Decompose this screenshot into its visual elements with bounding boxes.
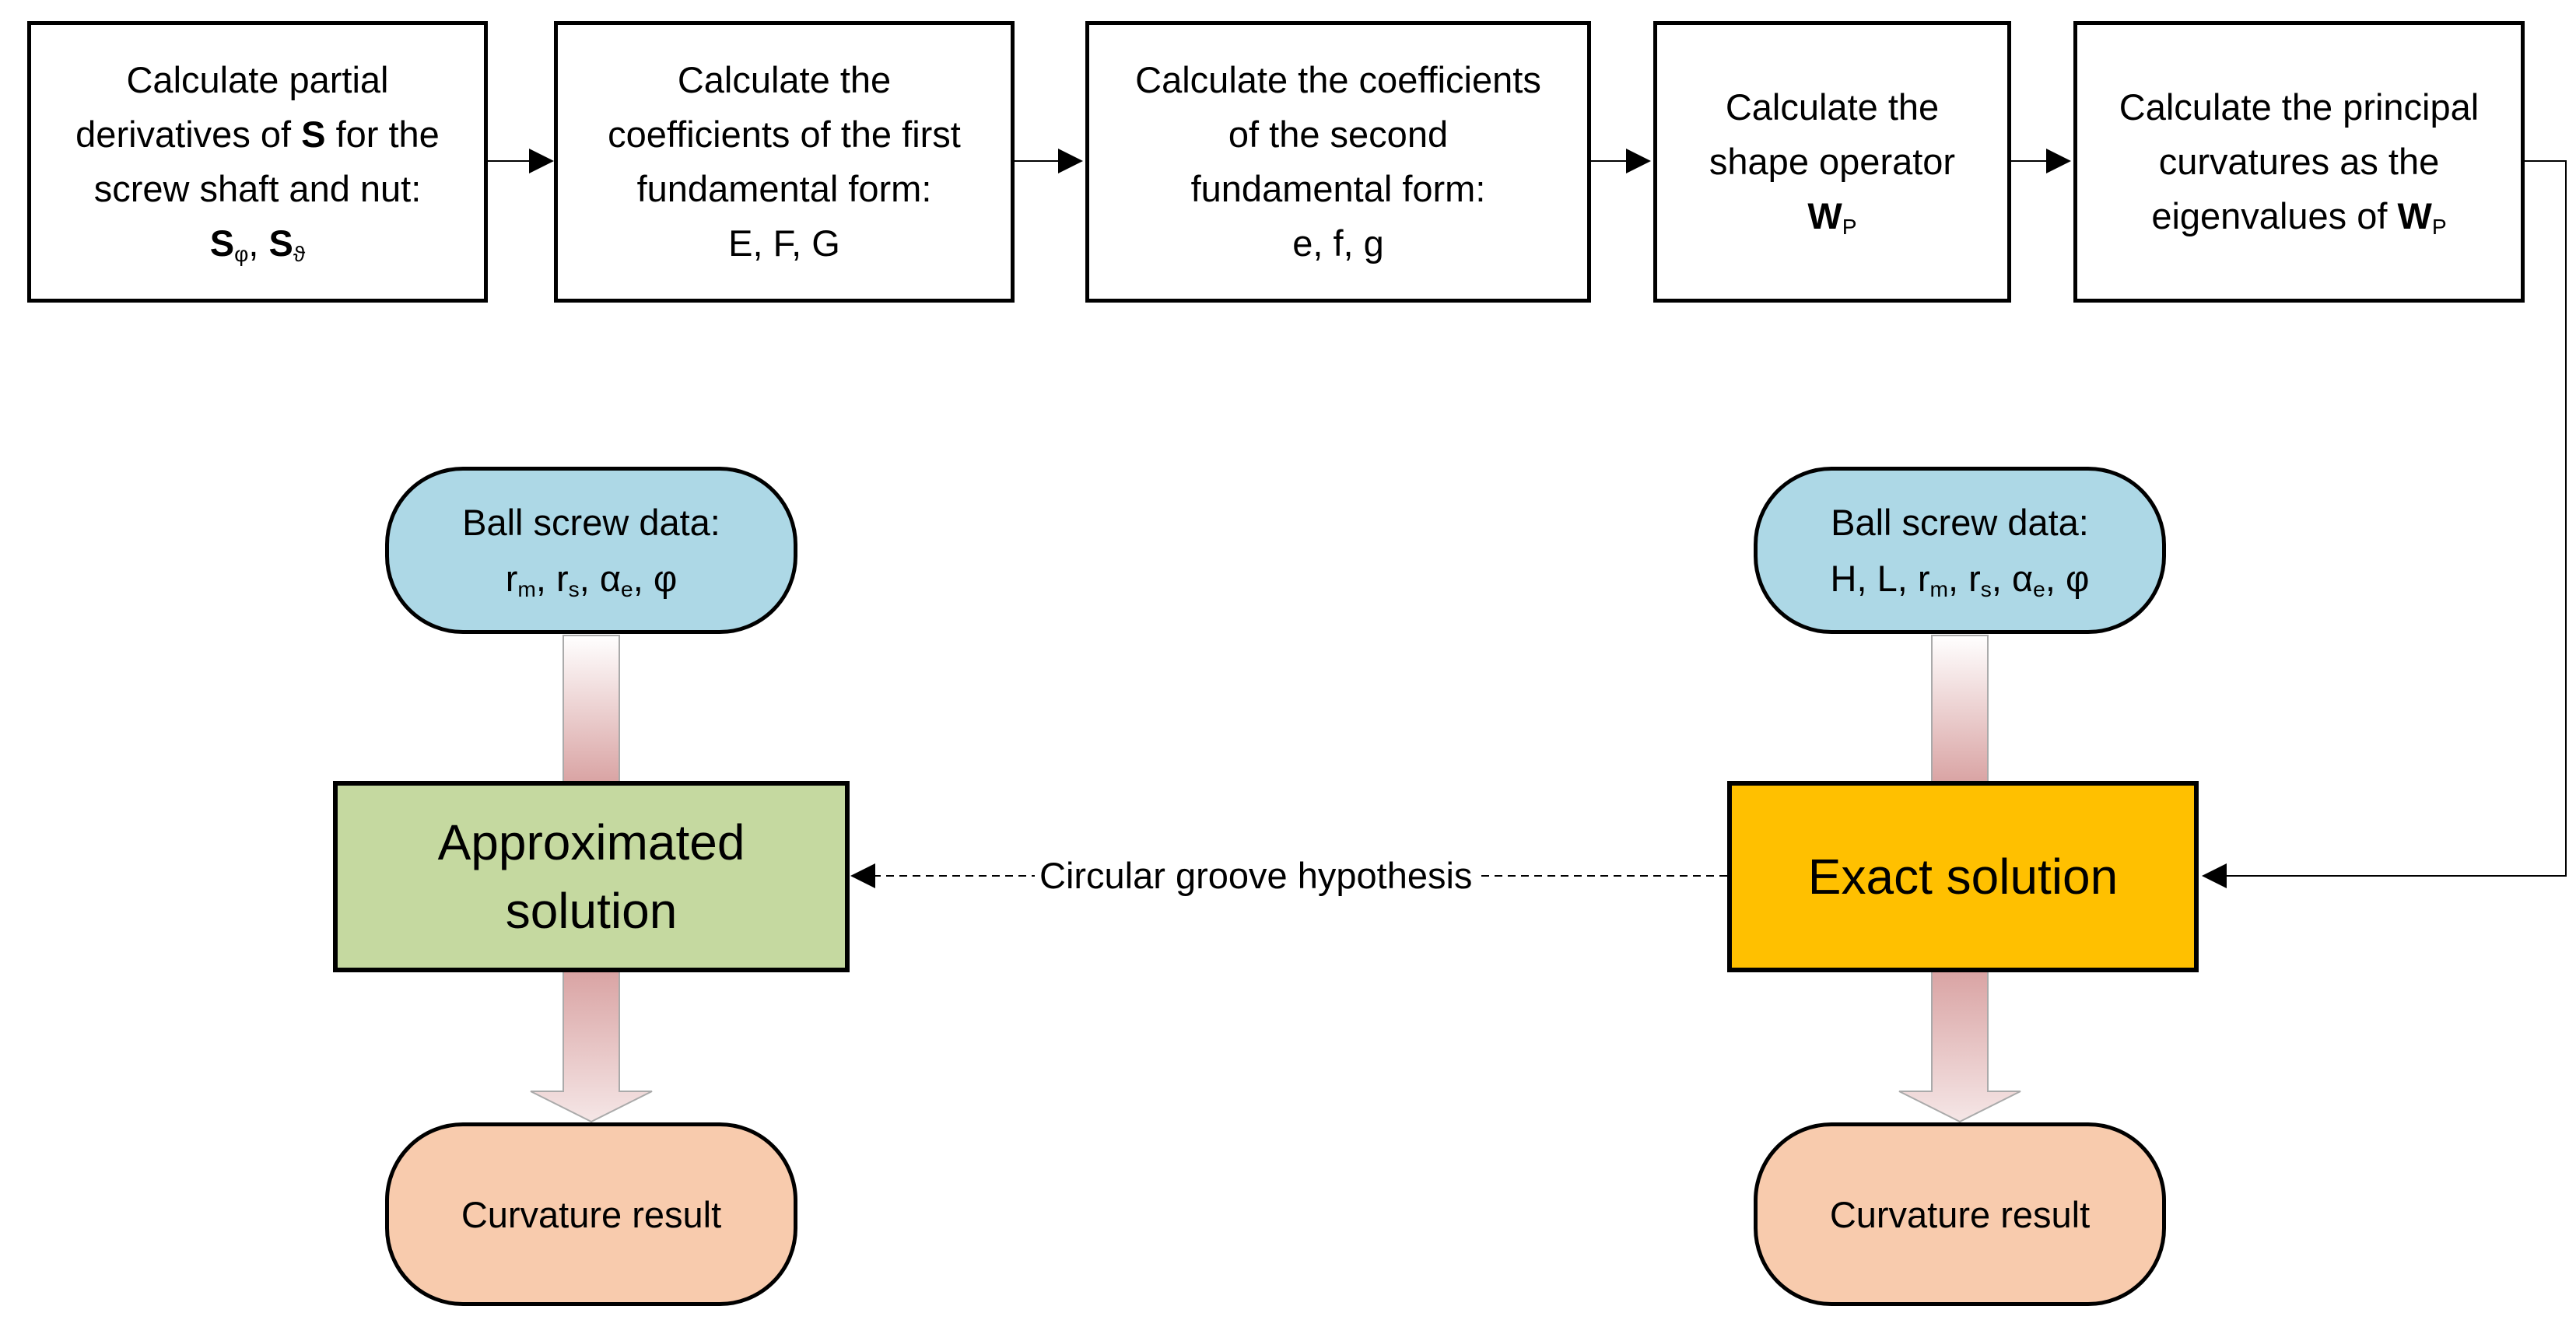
step3-line4: e, f, g bbox=[1292, 222, 1384, 264]
step1-symbols: Sφ, Sϑ bbox=[209, 222, 306, 267]
step2-line1: Calculate the bbox=[677, 59, 892, 100]
approx-line1: Approximated bbox=[437, 814, 745, 870]
circular-groove-hypothesis-label: Circular groove hypothesis bbox=[1035, 853, 1477, 899]
data-left-title: Ball screw data: bbox=[462, 501, 720, 543]
step-first-fundamental-form: Calculate the coefficients of the first … bbox=[554, 21, 1015, 303]
step-partial-derivatives: Calculate partial derivatives of S for t… bbox=[27, 21, 488, 303]
symbol-s: S bbox=[301, 114, 326, 155]
step-shape-operator: Calculate the shape operator WP bbox=[1653, 21, 2011, 303]
approximated-solution: Approximated solution bbox=[333, 781, 850, 972]
step1-line1: Calculate partial bbox=[126, 59, 389, 100]
step4-symbol: WP bbox=[1807, 195, 1857, 240]
arrow-step3-step4 bbox=[1589, 149, 1651, 173]
step5-line1: Calculate the principal bbox=[2119, 86, 2480, 128]
step3-line3: fundamental form: bbox=[1190, 168, 1486, 209]
step5-line3: eigenvalues of WP bbox=[2151, 195, 2447, 240]
curvature-result-right: Curvature result bbox=[1754, 1122, 2166, 1306]
arrow-step5-exact bbox=[2202, 160, 2567, 888]
data-right-vars: H, L, rm, rs, αe, φ bbox=[1830, 557, 2090, 601]
ball-screw-data-right: Ball screw data: H, L, rm, rs, αe, φ bbox=[1754, 467, 2166, 634]
step-principal-curvatures: Calculate the principal curvatures as th… bbox=[2073, 21, 2525, 303]
flow-arrow-left-data bbox=[563, 635, 620, 784]
curvature-result-left: Curvature result bbox=[385, 1122, 797, 1306]
result-right-label: Curvature result bbox=[1829, 1193, 2091, 1235]
exact-label: Exact solution bbox=[1807, 849, 2119, 905]
step2-line4: E, F, G bbox=[728, 222, 840, 264]
step4-line2: shape operator bbox=[1709, 141, 1956, 182]
exact-solution: Exact solution bbox=[1727, 781, 2199, 972]
data-right-title: Ball screw data: bbox=[1831, 501, 2089, 543]
approx-line2: solution bbox=[505, 883, 678, 939]
data-left-vars: rm, rs, αe, φ bbox=[505, 557, 678, 601]
step1-line3: screw shaft and nut: bbox=[93, 168, 422, 209]
step3-line1: Calculate the coefficients bbox=[1135, 59, 1541, 100]
ball-screw-data-left: Ball screw data: rm, rs, αe, φ bbox=[385, 467, 797, 634]
step-second-fundamental-form: Calculate the coefficients of the second… bbox=[1085, 21, 1591, 303]
result-left-label: Curvature result bbox=[461, 1193, 722, 1235]
step4-line1: Calculate the bbox=[1725, 86, 1940, 128]
arrow-step1-step2 bbox=[484, 149, 554, 173]
step1-line2b: for the bbox=[335, 114, 440, 155]
step3-line2: of the second bbox=[1228, 114, 1449, 155]
flow-arrow-left-result bbox=[530, 969, 653, 1123]
step2-line2: coefficients of the first bbox=[608, 114, 961, 155]
arrow-step2-step3 bbox=[1013, 149, 1083, 173]
step1-line2: derivatives of bbox=[75, 114, 292, 155]
arrow-step4-step5 bbox=[2009, 149, 2071, 173]
step5-line2: curvatures as the bbox=[2158, 141, 2440, 182]
flow-arrow-right-data bbox=[1931, 635, 1989, 784]
flow-arrow-right-result bbox=[1898, 969, 2021, 1123]
step2-line3: fundamental form: bbox=[636, 168, 932, 209]
